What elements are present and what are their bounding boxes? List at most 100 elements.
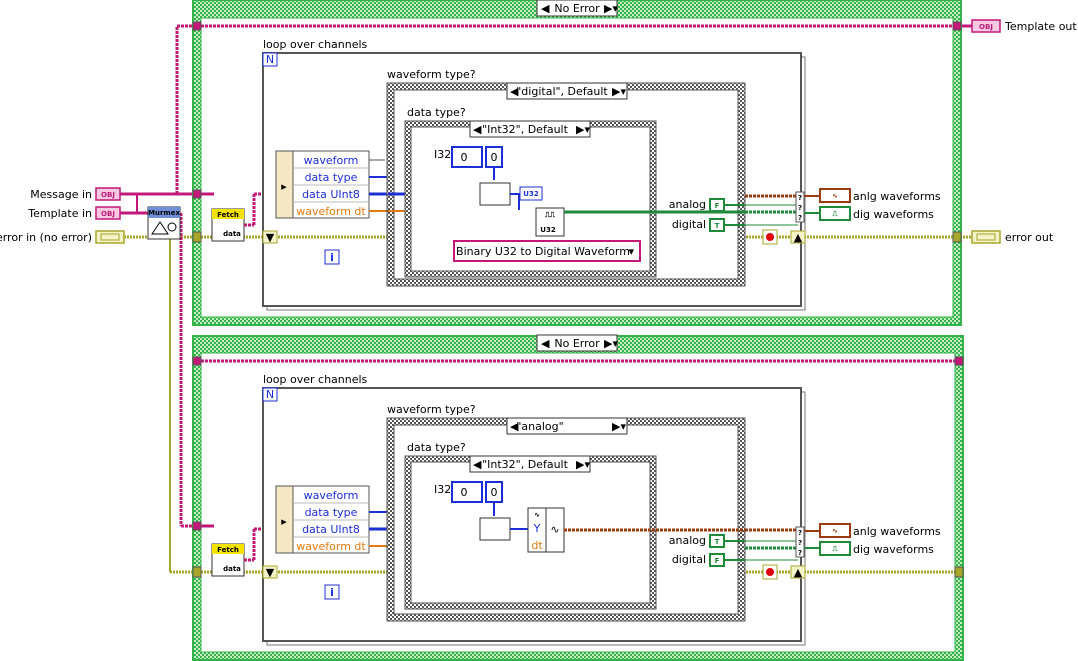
- template-in-terminal[interactable]: Template in OBJ: [27, 206, 121, 220]
- svg-text:◀: ◀: [541, 2, 550, 15]
- svg-text:waveform type?: waveform type?: [387, 403, 476, 416]
- dig-waveforms-indicator-2[interactable]: ⎍ dig waveforms: [819, 541, 934, 556]
- svg-text:digital: digital: [672, 218, 706, 231]
- svg-text:i: i: [330, 586, 334, 599]
- svg-text:OBJ: OBJ: [101, 191, 115, 199]
- svg-text:▶▾: ▶▾: [604, 337, 618, 350]
- svg-text:data type?: data type?: [407, 106, 466, 119]
- murmex-node[interactable]: Murmex: [147, 206, 181, 240]
- analog-boolean-2[interactable]: analog T: [669, 534, 725, 548]
- svg-text:T: T: [715, 538, 720, 546]
- svg-text:data type?: data type?: [407, 441, 466, 454]
- svg-text:"Int32", Default: "Int32", Default: [482, 123, 569, 136]
- svg-text:No Error: No Error: [554, 337, 600, 350]
- svg-text:◀: ◀: [473, 123, 482, 136]
- error-out-terminal[interactable]: error out: [971, 230, 1054, 244]
- svg-text:error out: error out: [1005, 231, 1054, 244]
- svg-text:▲: ▲: [794, 566, 803, 579]
- svg-text:i: i: [330, 251, 334, 264]
- build-waveform-node-2[interactable]: ∿ Y dt ∿: [527, 507, 565, 553]
- error-in-terminal[interactable]: error in (no error): [0, 230, 125, 244]
- waveform-type-selector-1[interactable]: ◀ "digital", Default ▶▾: [506, 82, 628, 100]
- anlg-waveforms-indicator-1[interactable]: ∿ anlg waveforms: [819, 188, 941, 203]
- svg-text:Murmex: Murmex: [148, 209, 180, 217]
- i32-constant-1[interactable]: I32 0 0: [434, 146, 503, 168]
- svg-text:∿: ∿: [550, 523, 559, 536]
- case-structure-2[interactable]: ◀ No Error ▶▾ Fetch data loop over chann…: [192, 334, 964, 661]
- data-type-selector-1[interactable]: ◀ "Int32", Default ▶▾: [469, 120, 591, 138]
- binary-to-digital-node-1[interactable]: ⎍⎍ U32: [535, 207, 565, 237]
- svg-text:data type: data type: [305, 171, 358, 184]
- svg-text:0: 0: [461, 486, 468, 499]
- svg-text:"Int32", Default: "Int32", Default: [482, 458, 569, 471]
- svg-text:OBJ: OBJ: [979, 23, 993, 31]
- svg-text:waveform: waveform: [304, 154, 359, 167]
- svg-text:?: ?: [798, 539, 802, 547]
- convert-type-selector[interactable]: Binary U32 to Digital Waveform ▾: [453, 240, 641, 262]
- case-selector-2[interactable]: ◀ No Error ▶▾: [536, 334, 618, 352]
- svg-text:data: data: [223, 230, 241, 238]
- svg-text:?: ?: [798, 529, 802, 537]
- fetch-node-2[interactable]: Fetch data: [211, 543, 245, 577]
- unbundle-node-2[interactable]: ▸ waveform data type data UInt8 waveform…: [275, 485, 370, 554]
- svg-text:Template in: Template in: [27, 207, 92, 220]
- anlg-waveforms-indicator-2[interactable]: ∿ anlg waveforms: [819, 523, 941, 538]
- i32-constant-2[interactable]: I32 0 0: [434, 481, 503, 503]
- svg-text:data UInt8: data UInt8: [302, 523, 360, 536]
- svg-text:N: N: [266, 388, 274, 401]
- svg-text:F: F: [715, 557, 720, 565]
- svg-text:▶▾: ▶▾: [612, 85, 626, 98]
- message-in-terminal[interactable]: Message in OBJ: [30, 187, 121, 201]
- svg-text:Fetch: Fetch: [217, 211, 239, 219]
- svg-text:▼: ▼: [266, 566, 275, 579]
- svg-text:?: ?: [798, 214, 802, 222]
- svg-text:⎍⎍: ⎍⎍: [544, 211, 555, 219]
- svg-text:I32: I32: [434, 483, 451, 496]
- unbundle-node-1[interactable]: ▸ waveform data type data UInt8 waveform…: [275, 150, 370, 219]
- svg-text:0: 0: [491, 486, 498, 499]
- svg-text:◀: ◀: [510, 420, 519, 433]
- svg-text:Y: Y: [533, 522, 541, 535]
- svg-text:▶▾: ▶▾: [612, 420, 626, 433]
- svg-text:waveform: waveform: [304, 489, 359, 502]
- svg-text:F: F: [715, 202, 720, 210]
- svg-text:◀: ◀: [473, 458, 482, 471]
- svg-text:∿: ∿: [832, 192, 838, 200]
- svg-text:"digital", Default: "digital", Default: [516, 85, 608, 98]
- svg-text:?: ?: [798, 204, 802, 212]
- dig-waveforms-indicator-1[interactable]: ⎍ dig waveforms: [819, 206, 934, 221]
- svg-text:dt: dt: [531, 539, 543, 552]
- svg-text:waveform dt: waveform dt: [296, 205, 366, 218]
- svg-text:OBJ: OBJ: [101, 210, 115, 218]
- svg-text:Message in: Message in: [30, 188, 92, 201]
- svg-text:◀: ◀: [541, 337, 550, 350]
- svg-text:Template out: Template out: [1004, 20, 1077, 33]
- case-selector-1[interactable]: ◀ No Error ▶▾: [536, 0, 618, 17]
- svg-text:dig waveforms: dig waveforms: [853, 543, 934, 556]
- svg-text:N: N: [266, 53, 274, 66]
- svg-text:data: data: [223, 565, 241, 573]
- svg-text:Binary U32 to Digital Waveform: Binary U32 to Digital Waveform: [456, 245, 630, 258]
- digital-boolean-2[interactable]: digital F: [672, 553, 725, 567]
- svg-text:▶▾: ▶▾: [604, 2, 618, 15]
- template-out-terminal[interactable]: OBJ Template out: [971, 19, 1077, 33]
- analog-boolean-1[interactable]: analog F: [669, 198, 725, 212]
- case-structure-1[interactable]: ◀ No Error ▶▾ Fetch data loop over chann…: [192, 0, 962, 326]
- svg-text:0: 0: [461, 151, 468, 164]
- waveform-type-selector-2[interactable]: ◀ "analog" ▶▾: [506, 417, 628, 435]
- data-type-selector-2[interactable]: ◀ "Int32", Default ▶▾: [469, 455, 591, 473]
- svg-text:∿: ∿: [832, 527, 838, 535]
- fetch-node-1[interactable]: Fetch data: [211, 208, 245, 242]
- svg-text:U32: U32: [540, 226, 556, 234]
- digital-boolean-1[interactable]: digital T: [672, 218, 725, 232]
- svg-text:▾: ▾: [628, 245, 634, 258]
- svg-text:▸: ▸: [281, 180, 287, 193]
- left-wires: [120, 24, 196, 574]
- svg-text:No Error: No Error: [554, 2, 600, 15]
- svg-text:Fetch: Fetch: [217, 546, 239, 554]
- svg-text:▶▾: ▶▾: [576, 123, 590, 136]
- svg-text:loop over channels: loop over channels: [263, 373, 368, 386]
- svg-text:waveform dt: waveform dt: [296, 540, 366, 553]
- svg-text:▶▾: ▶▾: [576, 458, 590, 471]
